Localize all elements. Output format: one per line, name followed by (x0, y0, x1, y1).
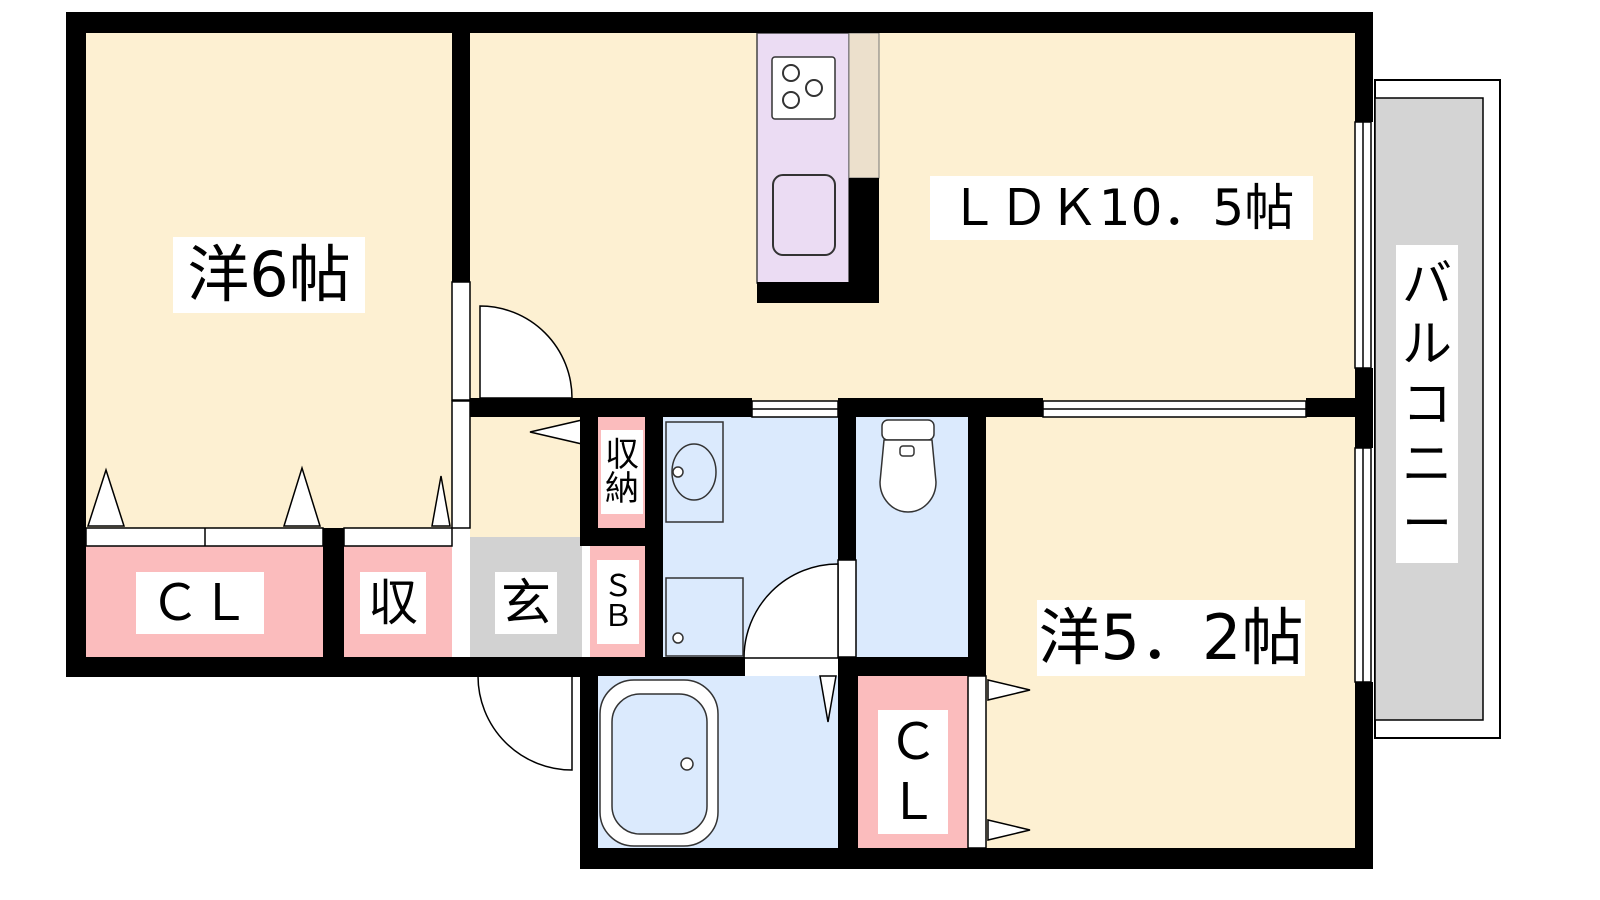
closet-right-char-2: Ｌ (888, 773, 938, 831)
room-label-western-6: 洋6帖 (173, 237, 365, 313)
washing-machine-icon (665, 577, 744, 657)
closet-right-char-1: Ｃ (888, 713, 938, 771)
shoe-box-char-2: Ｂ (603, 599, 633, 634)
room-label-shoe-box: Ｓ Ｂ (597, 560, 639, 644)
shoe-box-char-1: Ｓ (603, 569, 633, 604)
swing-doors (477, 305, 839, 771)
toilet-icon (879, 419, 937, 513)
sink-icon (772, 174, 836, 256)
room-label-entrance: 玄 (495, 572, 557, 634)
room-label-balcony: バ ル コ ニ ー (1396, 245, 1458, 563)
washbasin-icon (665, 421, 724, 523)
balcony (1374, 79, 1501, 739)
room-label-western-52: 洋5．2帖 (1037, 600, 1305, 676)
walls (66, 12, 1373, 869)
room-label-storage-hall: 収 納 (601, 430, 643, 514)
balcony-char-4: ニ (1402, 435, 1452, 493)
room-label-closet-left: ＣＬ (136, 572, 264, 634)
balcony-char-1: バ (1402, 255, 1452, 313)
balcony-char-5: ー (1402, 495, 1452, 553)
storage-hall-char-2: 納 (605, 469, 639, 509)
room-label-storage-small: 収 (360, 572, 426, 634)
windows (751, 121, 1372, 683)
stove-burners-icon (782, 64, 823, 109)
balcony-char-2: ル (1402, 315, 1452, 373)
bathtub-icon (599, 679, 719, 847)
room-label-closet-right: Ｃ Ｌ (878, 710, 948, 834)
storage-hall-char-1: 収 (605, 435, 639, 475)
balcony-char-3: コ (1402, 375, 1452, 433)
kitchen-counter (756, 32, 880, 284)
closet-doors (85, 281, 1031, 849)
room-label-ldk: ＬＤＫ10．5帖 (930, 176, 1313, 240)
